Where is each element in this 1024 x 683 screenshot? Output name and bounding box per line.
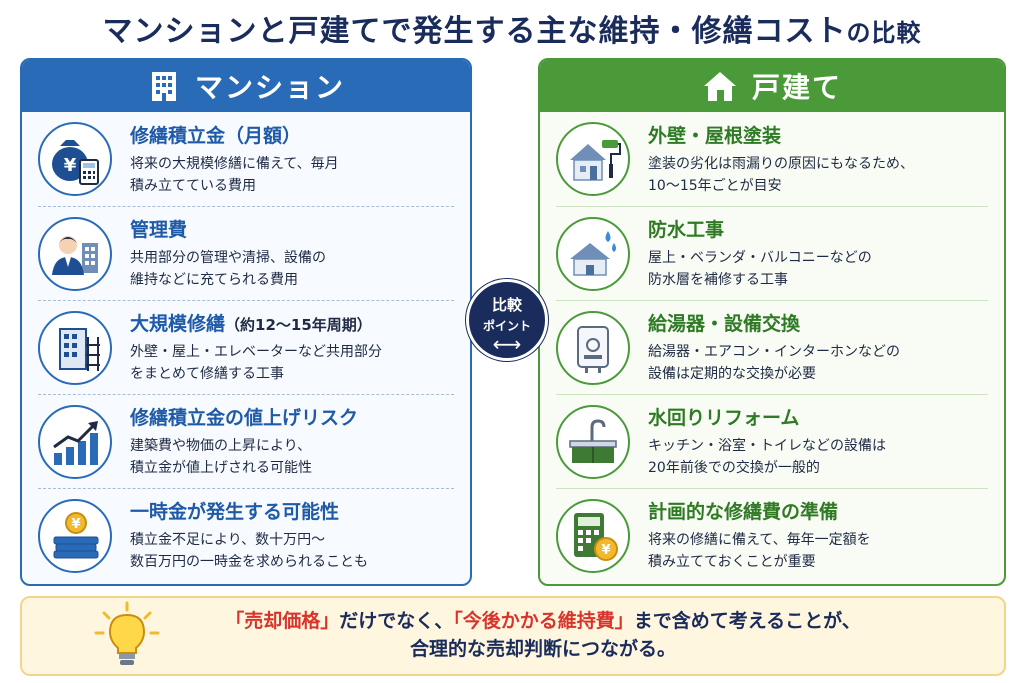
coin-banknotes-icon: ¥ <box>38 498 112 573</box>
item-title-note: （約12〜15年周期） <box>225 316 372 335</box>
house-header: 戸建て <box>540 60 1004 112</box>
house-icon <box>703 72 736 101</box>
light-bulb-icon <box>94 601 160 665</box>
item-desc: 将来の大規模修繕に備えて、毎月 積み立てている費用 <box>130 155 339 194</box>
item-title: 計画的な修繕費の準備 <box>648 501 839 524</box>
conclusion-box: 「売却価格」だけでなく、「今後かかる維持費」まで含めて考えることが、 合理的な売… <box>20 596 1006 676</box>
footer-quote-price: 「売却価格」 <box>225 610 340 633</box>
svg-text:¥: ¥ <box>64 155 77 176</box>
building-scaffold-icon <box>38 310 112 385</box>
mansion-item-management-fee: 管理費 共用部分の管理や清掃、設備の 維持などに充てられる費用 <box>38 206 454 300</box>
item-desc: キッチン・浴室・トイレなどの設備は 20年前後での交換が一般的 <box>648 438 886 476</box>
item-desc: 外壁・屋上・エレベーターなど共用部分 をまとめて修繕する工事 <box>130 344 382 382</box>
house-panel: 戸建て 外壁・屋根塗装 塗装の劣化は雨漏りの原因にもなるため、 10〜15年ごと… <box>538 58 1006 586</box>
kitchen-sink-icon <box>556 404 630 479</box>
footer-mid: だけでなく、 <box>339 610 454 633</box>
mansion-item-large-repair: 大規模修繕（約12〜15年周期） 外壁・屋上・エレベーターなど共用部分 をまとめ… <box>38 300 454 394</box>
mansion-panel: マンション ¥ 修繕積立金（月額） 将来の大規模修繕に備えて、毎月 積み立ててい… <box>20 58 472 586</box>
item-desc: 積立金不足により、数十万円〜 数百万円の一時金を求められることも <box>130 532 368 570</box>
building-icon <box>151 72 176 101</box>
item-title: 修繕積立金（月額） <box>130 124 302 147</box>
item-title: 外壁・屋根塗装 <box>648 124 782 147</box>
mansion-header: マンション <box>22 60 470 112</box>
item-title: 防水工事 <box>648 219 725 242</box>
page-title: マンションと戸建てで発生する主な維持・修繕コストの比較 <box>0 6 1024 50</box>
house-item-planned-savings: ¥ 計画的な修繕費の準備 将来の修繕に備えて、毎年一定額を 積み立てておくことが… <box>556 488 988 582</box>
item-desc: 給湯器・エアコン・インターホンなどの 設備は定期的な交換が必要 <box>648 344 900 382</box>
footer-tail: まで含めて考えることが、 <box>633 610 861 633</box>
item-desc: 屋上・ベランダ・バルコニーなどの 防水層を補修する工事 <box>648 250 872 288</box>
house-item-painting: 外壁・屋根塗装 塗装の劣化は雨漏りの原因にもなるため、 10〜15年ごとが目安 <box>556 112 988 206</box>
item-title: 一時金が発生する可能性 <box>130 501 340 524</box>
item-title: 給湯器・設備交換 <box>648 313 801 336</box>
calculator-coin-icon: ¥ <box>556 498 630 573</box>
footer-line2: 合理的な売却判断につながる。 <box>409 638 676 660</box>
mansion-item-repair-reserve: ¥ 修繕積立金（月額） 将来の大規模修繕に備えて、毎月 積み立てている費用 <box>38 112 454 206</box>
compare-label-1: 比較 <box>491 296 522 314</box>
compare-point-badge: 比較 ポイント ⟷ <box>466 279 548 361</box>
item-desc: 将来の修繕に備えて、毎年一定額を 積み立てておくことが重要 <box>648 532 871 570</box>
house-water-drops-icon <box>556 216 630 291</box>
svg-text:¥: ¥ <box>601 543 610 558</box>
item-title: 大規模修繕 <box>130 313 226 336</box>
staff-person-icon <box>38 216 112 291</box>
mansion-label: マンション <box>194 71 345 104</box>
water-heater-icon <box>556 310 630 385</box>
page-title-main: マンションと戸建てで発生する主な維持・修繕コスト <box>102 14 847 49</box>
item-title: 修繕積立金の値上げリスク <box>130 407 359 430</box>
double-arrow-icon: ⟷ <box>492 332 522 356</box>
house-item-plumbing: 水回りリフォーム キッチン・浴室・トイレなどの設備は 20年前後での交換が一般的 <box>556 394 988 488</box>
house-label: 戸建て <box>751 71 842 104</box>
house-item-waterproof: 防水工事 屋上・ベランダ・バルコニーなどの 防水層を補修する工事 <box>556 206 988 300</box>
item-desc: 建築費や物価の上昇により、 積立金が値上げされる可能性 <box>130 438 312 476</box>
mansion-item-lump-sum: ¥ 一時金が発生する可能性 積立金不足により、数十万円〜 数百万円の一時金を求め… <box>38 488 454 582</box>
svg-text:¥: ¥ <box>71 517 80 532</box>
footer-quote-cost: 「今後かかる維持費」 <box>453 610 634 633</box>
item-title: 管理費 <box>130 219 188 242</box>
money-bag-calculator-icon: ¥ <box>38 122 112 196</box>
house-paint-roller-icon <box>556 122 630 196</box>
rising-chart-icon <box>38 404 112 479</box>
item-desc: 共用部分の管理や清掃、設備の 維持などに充てられる費用 <box>130 250 326 288</box>
house-item-water-heater: 給湯器・設備交換 給湯器・エアコン・インターホンなどの 設備は定期的な交換が必要 <box>556 300 988 394</box>
item-desc: 塗装の劣化は雨漏りの原因にもなるため、 10〜15年ごとが目安 <box>648 155 914 194</box>
compare-label-2: ポイント <box>482 319 531 333</box>
mansion-item-raise-risk: 修繕積立金の値上げリスク 建築費や物価の上昇により、 積立金が値上げされる可能性 <box>38 394 454 488</box>
item-title: 水回りリフォーム <box>648 407 800 430</box>
page-title-suffix: の比較 <box>846 19 922 47</box>
